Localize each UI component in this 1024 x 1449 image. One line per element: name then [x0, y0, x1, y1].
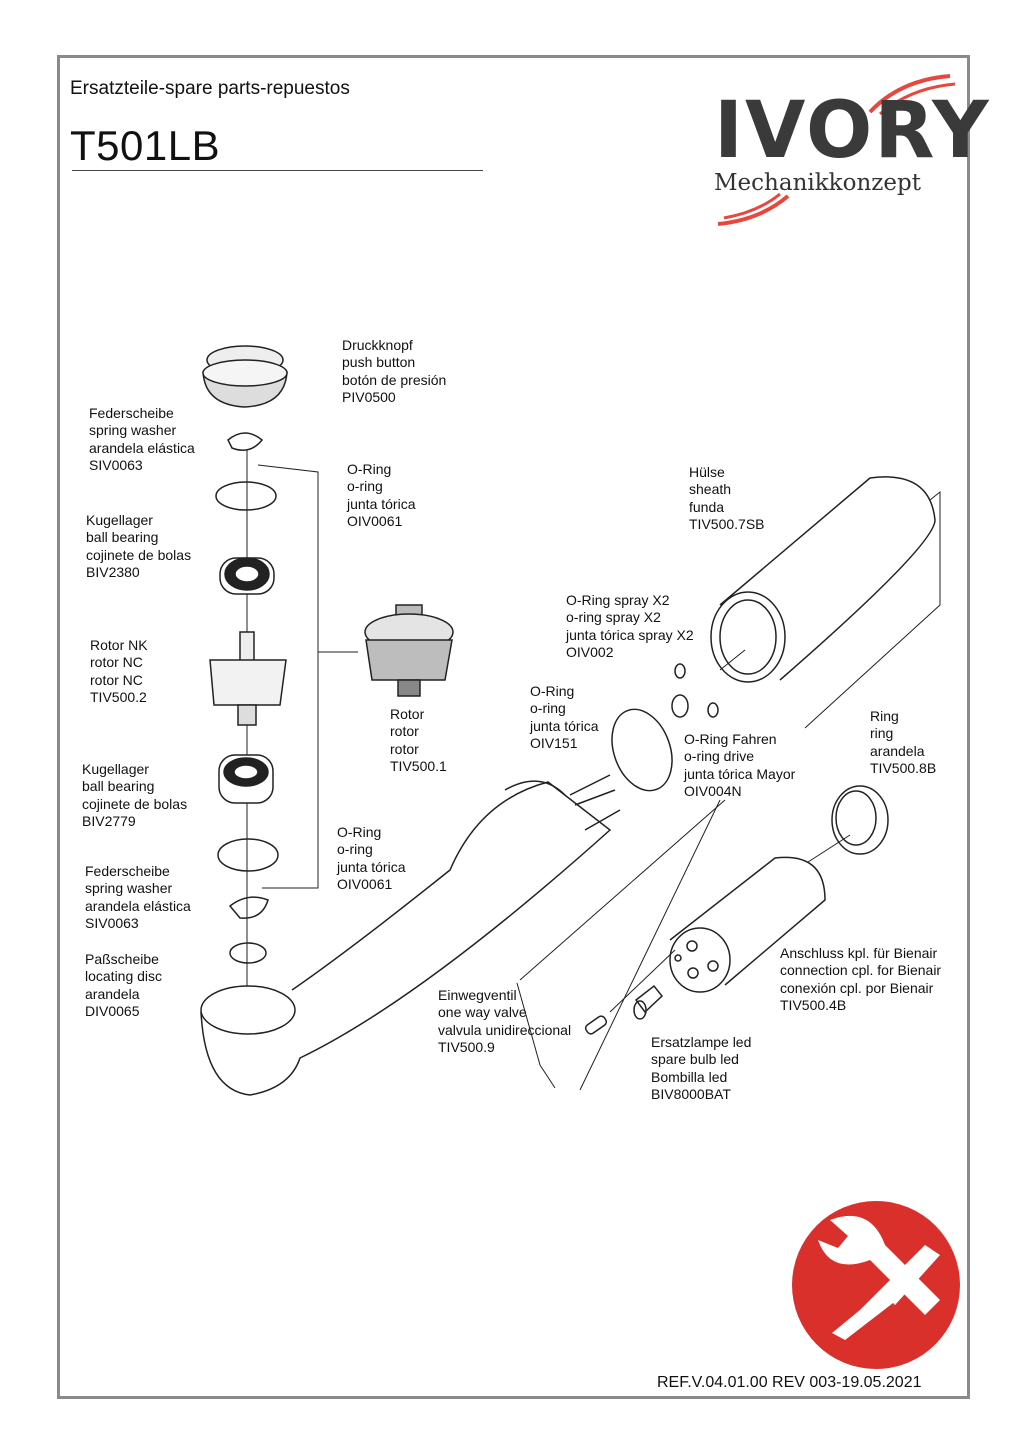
page-title: T501LB — [70, 122, 221, 169]
rotor-nc — [209, 631, 287, 726]
sheath-part — [710, 476, 936, 683]
ivory-logo: IVORY Mechanikkonzept — [710, 72, 989, 232]
page-frame — [57, 55, 970, 1399]
tools-icon — [792, 1201, 960, 1369]
push-button-part — [202, 345, 288, 408]
logo-wordmark: IVORY — [714, 86, 991, 176]
bearing-2 — [218, 754, 274, 804]
title-divider — [72, 170, 483, 171]
connection-part — [669, 856, 826, 993]
one-way-valve — [584, 1015, 608, 1035]
ring-part — [831, 785, 889, 855]
logo-tagline: Mechanikkonzept — [714, 170, 921, 196]
logo-swoosh-icon — [717, 74, 956, 226]
rotor-assembly — [364, 604, 454, 697]
led-bulb — [633, 984, 664, 1020]
handpiece-body — [200, 774, 621, 1096]
page-subtitle: Ersatzteile-spare parts-repuestos — [70, 78, 350, 99]
bearing-1 — [219, 557, 275, 595]
document-reference: REF.V.04.01.00 REV 003-19.05.2021 — [657, 1374, 922, 1391]
